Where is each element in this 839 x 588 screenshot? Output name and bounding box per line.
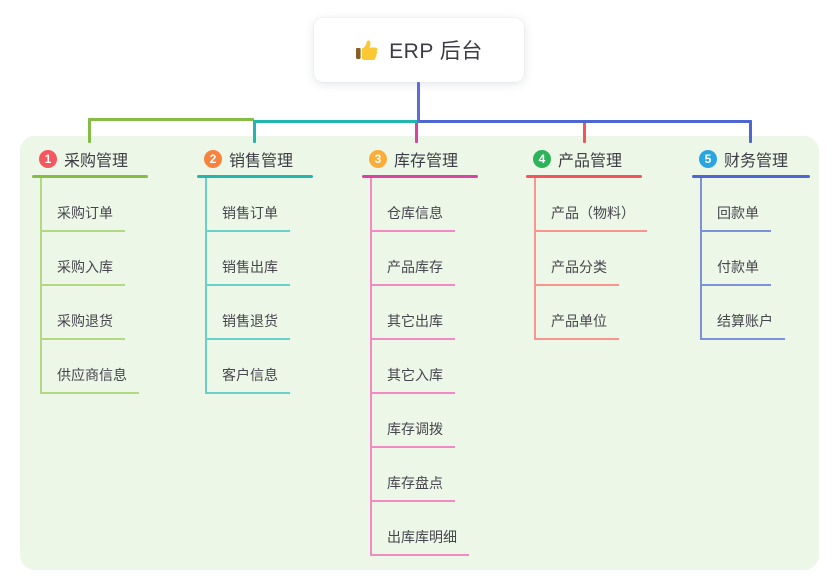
branch-line-finance — [417, 120, 752, 123]
child-node[interactable]: 仓库信息 — [372, 178, 478, 232]
child-node-label: 产品单位 — [536, 311, 619, 340]
child-node[interactable]: 其它出库 — [372, 286, 478, 340]
category-label: 库存管理 — [394, 153, 459, 170]
child-node-label: 库存盘点 — [372, 473, 455, 502]
category-badge: 4 — [533, 150, 551, 168]
child-node[interactable]: 回款单 — [702, 178, 810, 232]
branch-stub-purchase — [88, 118, 91, 143]
child-node[interactable]: 供应商信息 — [42, 340, 148, 394]
child-node[interactable]: 产品单位 — [536, 286, 642, 340]
child-node[interactable]: 库存盘点 — [372, 448, 478, 502]
child-node-label: 其它出库 — [372, 311, 455, 340]
category-underline — [526, 175, 642, 178]
child-node-label: 出库库明细 — [372, 527, 469, 556]
child-node[interactable]: 结算账户 — [702, 286, 810, 340]
child-node-label: 客户信息 — [207, 365, 290, 394]
branch-stub-product — [583, 121, 586, 143]
child-node-label: 产品库存 — [372, 257, 455, 286]
child-node-label: 销售订单 — [207, 203, 290, 232]
category-product: 4 产品管理产品（物料） 产品分类产品单位 — [526, 146, 647, 340]
child-node-label: 仓库信息 — [372, 203, 455, 232]
root-branch-vertical — [417, 82, 420, 123]
child-node[interactable]: 销售订单 — [207, 178, 313, 232]
root-node-label: ERP 后台 — [389, 40, 483, 63]
category-label: 销售管理 — [229, 153, 294, 170]
child-node[interactable]: 采购退货 — [42, 286, 148, 340]
child-node-label: 销售退货 — [207, 311, 290, 340]
category-badge: 1 — [39, 150, 57, 168]
category-inventory: 3 库存管理仓库信息产品库存其它出库其它入库库存调拨库存盘点出库库明细 — [362, 146, 478, 556]
child-node[interactable]: 出库库明细 — [372, 502, 478, 556]
child-node[interactable]: 产品（物料） — [536, 178, 647, 232]
mindmap-panel — [20, 136, 819, 570]
branch-line-purchase — [88, 118, 254, 121]
category-product-node[interactable]: 4 产品管理 — [526, 146, 642, 172]
child-node-label: 销售出库 — [207, 257, 290, 286]
category-badge: 3 — [369, 150, 387, 168]
branch-stub-finance — [749, 120, 752, 143]
child-node-label: 产品分类 — [536, 257, 619, 286]
thumbs-up-icon — [355, 38, 379, 62]
root-node[interactable]: ERP 后台 — [314, 18, 524, 82]
category-sales-node[interactable]: 2 销售管理 — [197, 146, 313, 172]
child-node-label: 付款单 — [702, 257, 771, 286]
child-node-label: 其它入库 — [372, 365, 455, 394]
category-purchase: 1 采购管理采购订单采购入库采购退货供应商信息 — [32, 146, 148, 394]
category-underline — [692, 175, 810, 178]
child-node-label: 采购入库 — [42, 257, 125, 286]
child-node-label: 采购订单 — [42, 203, 125, 232]
branch-line-sales — [253, 120, 420, 123]
child-node[interactable]: 库存调拨 — [372, 394, 478, 448]
child-node[interactable]: 采购订单 — [42, 178, 148, 232]
child-node[interactable]: 其它入库 — [372, 340, 478, 394]
child-node-label: 产品（物料） — [536, 203, 647, 232]
category-underline — [32, 175, 148, 178]
child-node[interactable]: 付款单 — [702, 232, 810, 286]
child-node[interactable]: 销售退货 — [207, 286, 313, 340]
child-node[interactable]: 产品分类 — [536, 232, 642, 286]
category-children: 仓库信息产品库存其它出库其它入库库存调拨库存盘点出库库明细 — [370, 178, 478, 556]
child-node-label: 库存调拨 — [372, 419, 455, 448]
category-badge: 5 — [699, 150, 717, 168]
category-label: 财务管理 — [724, 153, 789, 170]
category-label: 采购管理 — [64, 153, 129, 170]
category-purchase-node[interactable]: 1 采购管理 — [32, 146, 148, 172]
category-inventory-node[interactable]: 3 库存管理 — [362, 146, 478, 172]
category-sales: 2 销售管理销售订单销售出库销售退货客户信息 — [197, 146, 313, 394]
category-children: 销售订单销售出库销售退货客户信息 — [205, 178, 313, 394]
child-node[interactable]: 采购入库 — [42, 232, 148, 286]
child-node-label: 回款单 — [702, 203, 771, 232]
child-node[interactable]: 销售出库 — [207, 232, 313, 286]
category-children: 回款单付款单结算账户 — [700, 178, 810, 340]
category-badge: 2 — [204, 150, 222, 168]
child-node-label: 供应商信息 — [42, 365, 139, 394]
category-finance-node[interactable]: 5 财务管理 — [692, 146, 810, 172]
branch-stub-inventory — [415, 122, 418, 143]
category-underline — [197, 175, 313, 178]
category-label: 产品管理 — [558, 153, 623, 170]
category-finance: 5 财务管理回款单付款单结算账户 — [692, 146, 810, 340]
child-node[interactable]: 产品库存 — [372, 232, 478, 286]
branch-stub-sales — [253, 120, 256, 143]
category-children: 产品（物料） 产品分类产品单位 — [534, 178, 647, 340]
child-node[interactable]: 客户信息 — [207, 340, 313, 394]
category-underline — [362, 175, 478, 178]
child-node-label: 采购退货 — [42, 311, 125, 340]
category-children: 采购订单采购入库采购退货供应商信息 — [40, 178, 148, 394]
child-node-label: 结算账户 — [702, 311, 785, 340]
